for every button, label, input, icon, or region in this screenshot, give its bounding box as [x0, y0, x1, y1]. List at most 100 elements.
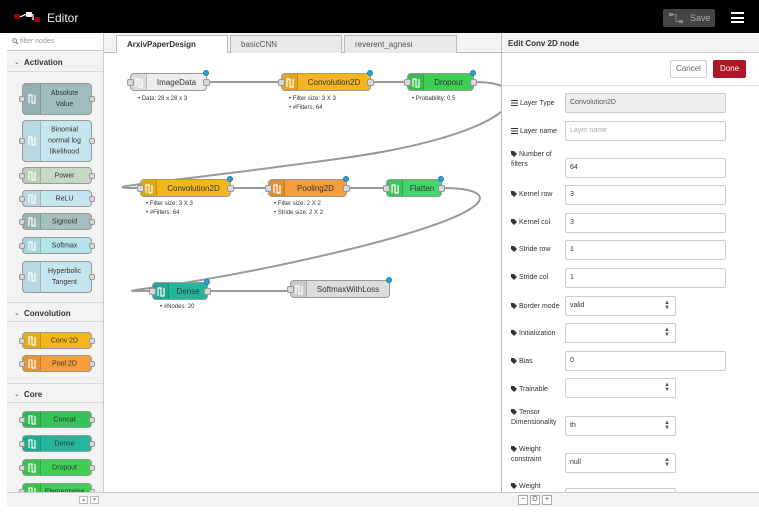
node-label: Softmax [51, 242, 78, 249]
node-info-conv1: • Filter size: 3 X 3• #Filters: 64 [289, 96, 336, 111]
divider [502, 85, 759, 86]
palette-node-softmax[interactable]: Softmax [19, 237, 95, 254]
palette-node-relu[interactable]: ReLU [19, 190, 95, 207]
layer-icon [28, 170, 36, 181]
initialization-select[interactable]: ▲▼ [565, 323, 676, 343]
output-port [203, 79, 210, 86]
bias-field[interactable]: 0 [565, 351, 726, 371]
palette-node-power[interactable]: Power [19, 167, 95, 184]
flow-node-flatten[interactable]: Flatten [383, 176, 445, 197]
num-filters-field[interactable]: 64 [565, 158, 726, 178]
chevron-down-icon: ⌄ [14, 310, 20, 317]
tab-reverent-agnesi[interactable]: reverent_agnesi [344, 35, 457, 53]
layer-icon [28, 358, 36, 369]
trainable-label: Trainable [511, 385, 567, 395]
category-label: Convolution [24, 309, 71, 318]
hamburger-icon[interactable] [731, 12, 744, 23]
filter-nodes-input[interactable]: filter nodes [7, 33, 103, 51]
flow-node-pooling[interactable]: Pooling2D [265, 176, 350, 197]
input-port [404, 79, 411, 86]
tensor-dim-select[interactable]: th▲▼ [565, 416, 676, 436]
input-port [19, 338, 25, 344]
output-port [89, 465, 95, 471]
zoom-in-button[interactable]: + [542, 495, 552, 505]
stride-row-label: Stride row [511, 245, 567, 255]
layer-icon [28, 193, 36, 204]
stride-col-field[interactable]: 1 [565, 268, 726, 288]
category-convolution[interactable]: ⌄ Convolution [7, 302, 103, 322]
changed-indicator [227, 176, 233, 182]
tag-icon [511, 274, 517, 280]
flow-node-conv1[interactable]: Convolution2D [278, 70, 374, 91]
kernel-col-field[interactable]: 3 [565, 213, 726, 233]
node-label: Absolute Value [50, 90, 79, 108]
flow-node-imagedata[interactable]: ImageData [127, 70, 210, 91]
flow-node-dense[interactable]: Dense [149, 279, 211, 300]
layer-icon [28, 335, 36, 346]
input-port [149, 288, 156, 295]
save-button[interactable]: Save [663, 9, 715, 27]
palette-node-conv2d[interactable]: Conv 2D [19, 332, 95, 349]
tag-icon [511, 219, 517, 225]
category-activation[interactable]: ⌄ Activation [7, 52, 103, 72]
node-info-conv2: • Filter size: 3 X 3• #Filters: 64 [146, 201, 193, 216]
tag-icon [511, 191, 517, 197]
flow-node-softmaxwithloss[interactable]: SoftmaxWithLoss [287, 277, 392, 298]
collapse-all-icon[interactable]: ▲ [79, 496, 88, 504]
info-line: Probability: 0.5 [415, 96, 456, 102]
palette-node-binomial[interactable]: Binomial normal log likelihood [19, 120, 95, 162]
palette-node-concat[interactable]: Concat [19, 411, 95, 428]
node-label: Dense [176, 287, 200, 296]
node-label: Conv 2D [50, 337, 79, 344]
kernel-row-field[interactable]: 3 [565, 185, 726, 205]
palette-node-hyperbolic-tangent[interactable]: Hyperbolic Tangent [19, 261, 95, 293]
tab-arxivpaperdesign[interactable]: ArxivPaperDesign [116, 35, 228, 54]
node-label: Convolution2D [307, 78, 361, 87]
node-label: Dropout [52, 464, 77, 471]
cancel-button[interactable]: Cancel [670, 60, 707, 78]
zoom-reset-button[interactable]: O [530, 495, 540, 505]
layer-icon [135, 78, 143, 88]
category-core[interactable]: ⌄ Core [7, 383, 103, 403]
info-line: #Filters: 64 [292, 105, 323, 111]
input-port [19, 243, 25, 249]
zoom-out-button[interactable]: − [518, 495, 528, 505]
border-mode-label: Border mode [511, 302, 567, 312]
input-port [265, 185, 272, 192]
select-value: th [570, 422, 576, 429]
weight-constraint-select[interactable]: null▲▼ [565, 453, 676, 473]
flow-node-dropout[interactable]: Dropout [404, 70, 477, 91]
node-label: ReLU [55, 195, 74, 202]
done-button[interactable]: Done [713, 60, 746, 78]
info-line: Data: 28 x 28 x 3 [141, 96, 188, 102]
border-mode-select[interactable]: valid▲▼ [565, 296, 676, 316]
palette-node-absolute-value[interactable]: Absolute Value [19, 83, 95, 115]
palette-node-sigmoid[interactable]: Sigmoid [19, 213, 95, 230]
flow-node-conv2[interactable]: Convolution2D [137, 176, 234, 197]
select-value: valid [570, 302, 585, 309]
kernel-row-label: Kernel row [511, 190, 567, 200]
output-port [89, 274, 95, 280]
palette-node-pool2d[interactable]: Pool 2D [19, 355, 95, 372]
output-port [89, 96, 95, 102]
stride-row-field[interactable]: 1 [565, 240, 726, 260]
node-label: ImageData [156, 78, 197, 87]
tag-icon [511, 246, 517, 252]
node-label: Sigmoid [51, 218, 78, 225]
node-label: Dense [54, 440, 75, 447]
info-line: Filter size: 3 X 3 [292, 96, 336, 102]
layer-name-field[interactable]: Layer name [565, 121, 726, 141]
layer-type-field[interactable]: Convolution2D [565, 93, 726, 113]
palette-node-dense[interactable]: Dense [19, 435, 95, 452]
node-label: Binomial normal log likelihood [48, 126, 81, 156]
tab-basiccnn[interactable]: basicCNN [230, 35, 342, 53]
input-port [19, 96, 25, 102]
expand-all-icon[interactable]: ▼ [90, 496, 99, 504]
flow-workspace[interactable]: ImageData • Data: 28 x 28 x 3 Convolutio… [104, 53, 501, 492]
edit-node-panel: Edit Conv 2D node Cancel Done Layer Type… [501, 33, 759, 507]
trainable-select[interactable]: ▲▼ [565, 378, 676, 398]
chevron-down-icon: ⌄ [14, 59, 20, 66]
palette-node-dropout[interactable]: Dropout [19, 459, 95, 476]
select-value: null [570, 459, 581, 466]
output-port [227, 185, 234, 192]
